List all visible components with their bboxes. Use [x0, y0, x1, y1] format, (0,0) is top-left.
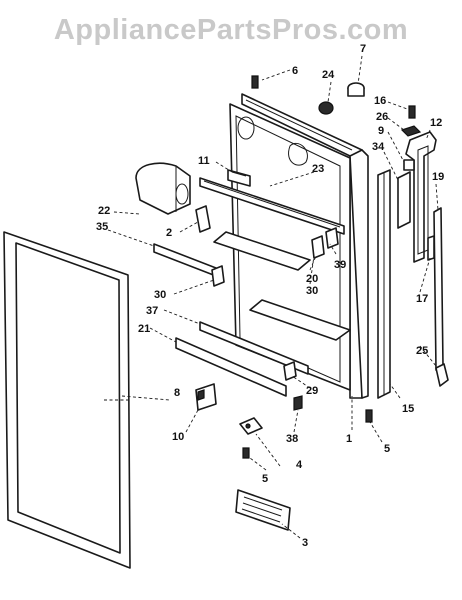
callout-29: 29	[306, 385, 318, 397]
callout-38: 38	[286, 433, 298, 445]
door-gasket	[3, 231, 131, 569]
inner-door-liner	[229, 103, 351, 391]
callout-5-side: 5	[384, 443, 390, 455]
side-screw	[365, 409, 373, 423]
callout-24: 24	[322, 69, 335, 81]
door-cap	[347, 82, 365, 97]
hinge-trim	[433, 207, 444, 371]
callout-15: 15	[402, 403, 414, 415]
callout-4: 4	[296, 459, 303, 471]
callout-2: 2	[166, 227, 172, 239]
butter-dish-cover	[135, 162, 191, 215]
shelf-end-cap-29	[283, 361, 297, 381]
callout-16: 16	[374, 95, 386, 107]
callout-8: 8	[174, 387, 180, 399]
callout-21: 21	[138, 323, 150, 335]
callout-6: 6	[292, 65, 298, 77]
shelf-bar-35	[153, 243, 217, 277]
callout-11: 11	[198, 155, 210, 167]
shelf-bar-37	[199, 321, 309, 375]
door-stop	[435, 363, 449, 387]
callout-23: 23	[312, 163, 324, 175]
shelf-end-cap-right	[311, 235, 325, 259]
callout-30-left: 30	[154, 289, 166, 301]
callout-20: 20	[306, 273, 318, 285]
leader-lines	[104, 55, 439, 539]
handle-bracket	[195, 383, 217, 411]
callout-39: 39	[334, 259, 346, 271]
hinge-shim	[400, 125, 422, 137]
callout-37: 37	[146, 305, 158, 317]
upper-shelf-bar	[199, 177, 345, 235]
callout-17: 17	[416, 293, 428, 305]
door-plug	[318, 101, 334, 115]
callout-9: 9	[378, 125, 384, 137]
lower-screw	[242, 447, 250, 459]
shelf-end-cap-left	[211, 265, 225, 287]
callout-19: 19	[432, 171, 444, 183]
hinge-screw-16	[408, 105, 416, 119]
callout-34: 34	[372, 141, 385, 153]
nameplate	[235, 489, 291, 531]
dish-bracket	[195, 205, 211, 233]
callout-35: 35	[96, 221, 108, 233]
site-watermark: AppliancePartsPros.com	[53, 14, 409, 46]
callout-5-lower: 5	[262, 473, 268, 485]
lower-hinge-pin	[427, 235, 435, 261]
callout-12: 12	[430, 117, 442, 129]
shelf-end-cap-39	[325, 227, 339, 249]
callout-22: 22	[98, 205, 110, 217]
hinge-pin-bushing	[403, 159, 415, 171]
callout-30-right: 30	[306, 285, 318, 297]
middle-shelf	[213, 231, 311, 271]
callout-3: 3	[302, 537, 308, 549]
top-screw	[251, 75, 259, 89]
lower-shelf	[249, 299, 351, 341]
callout-1: 1	[346, 433, 352, 445]
door-stop-38	[293, 395, 303, 411]
shelf-bar-21	[175, 337, 287, 397]
callout-26: 26	[376, 111, 388, 123]
lower-hinge	[239, 417, 263, 435]
door-side-trim	[377, 169, 391, 399]
callout-25: 25	[416, 345, 428, 357]
callout-10: 10	[172, 431, 184, 443]
callout-labels: 6 7 24 16 26 9 12 34 19 11 23 22 2 35 39…	[96, 43, 444, 549]
dairy-compartment-door	[227, 169, 251, 187]
hinge-bracket	[397, 171, 411, 229]
callout-7: 7	[360, 43, 366, 55]
